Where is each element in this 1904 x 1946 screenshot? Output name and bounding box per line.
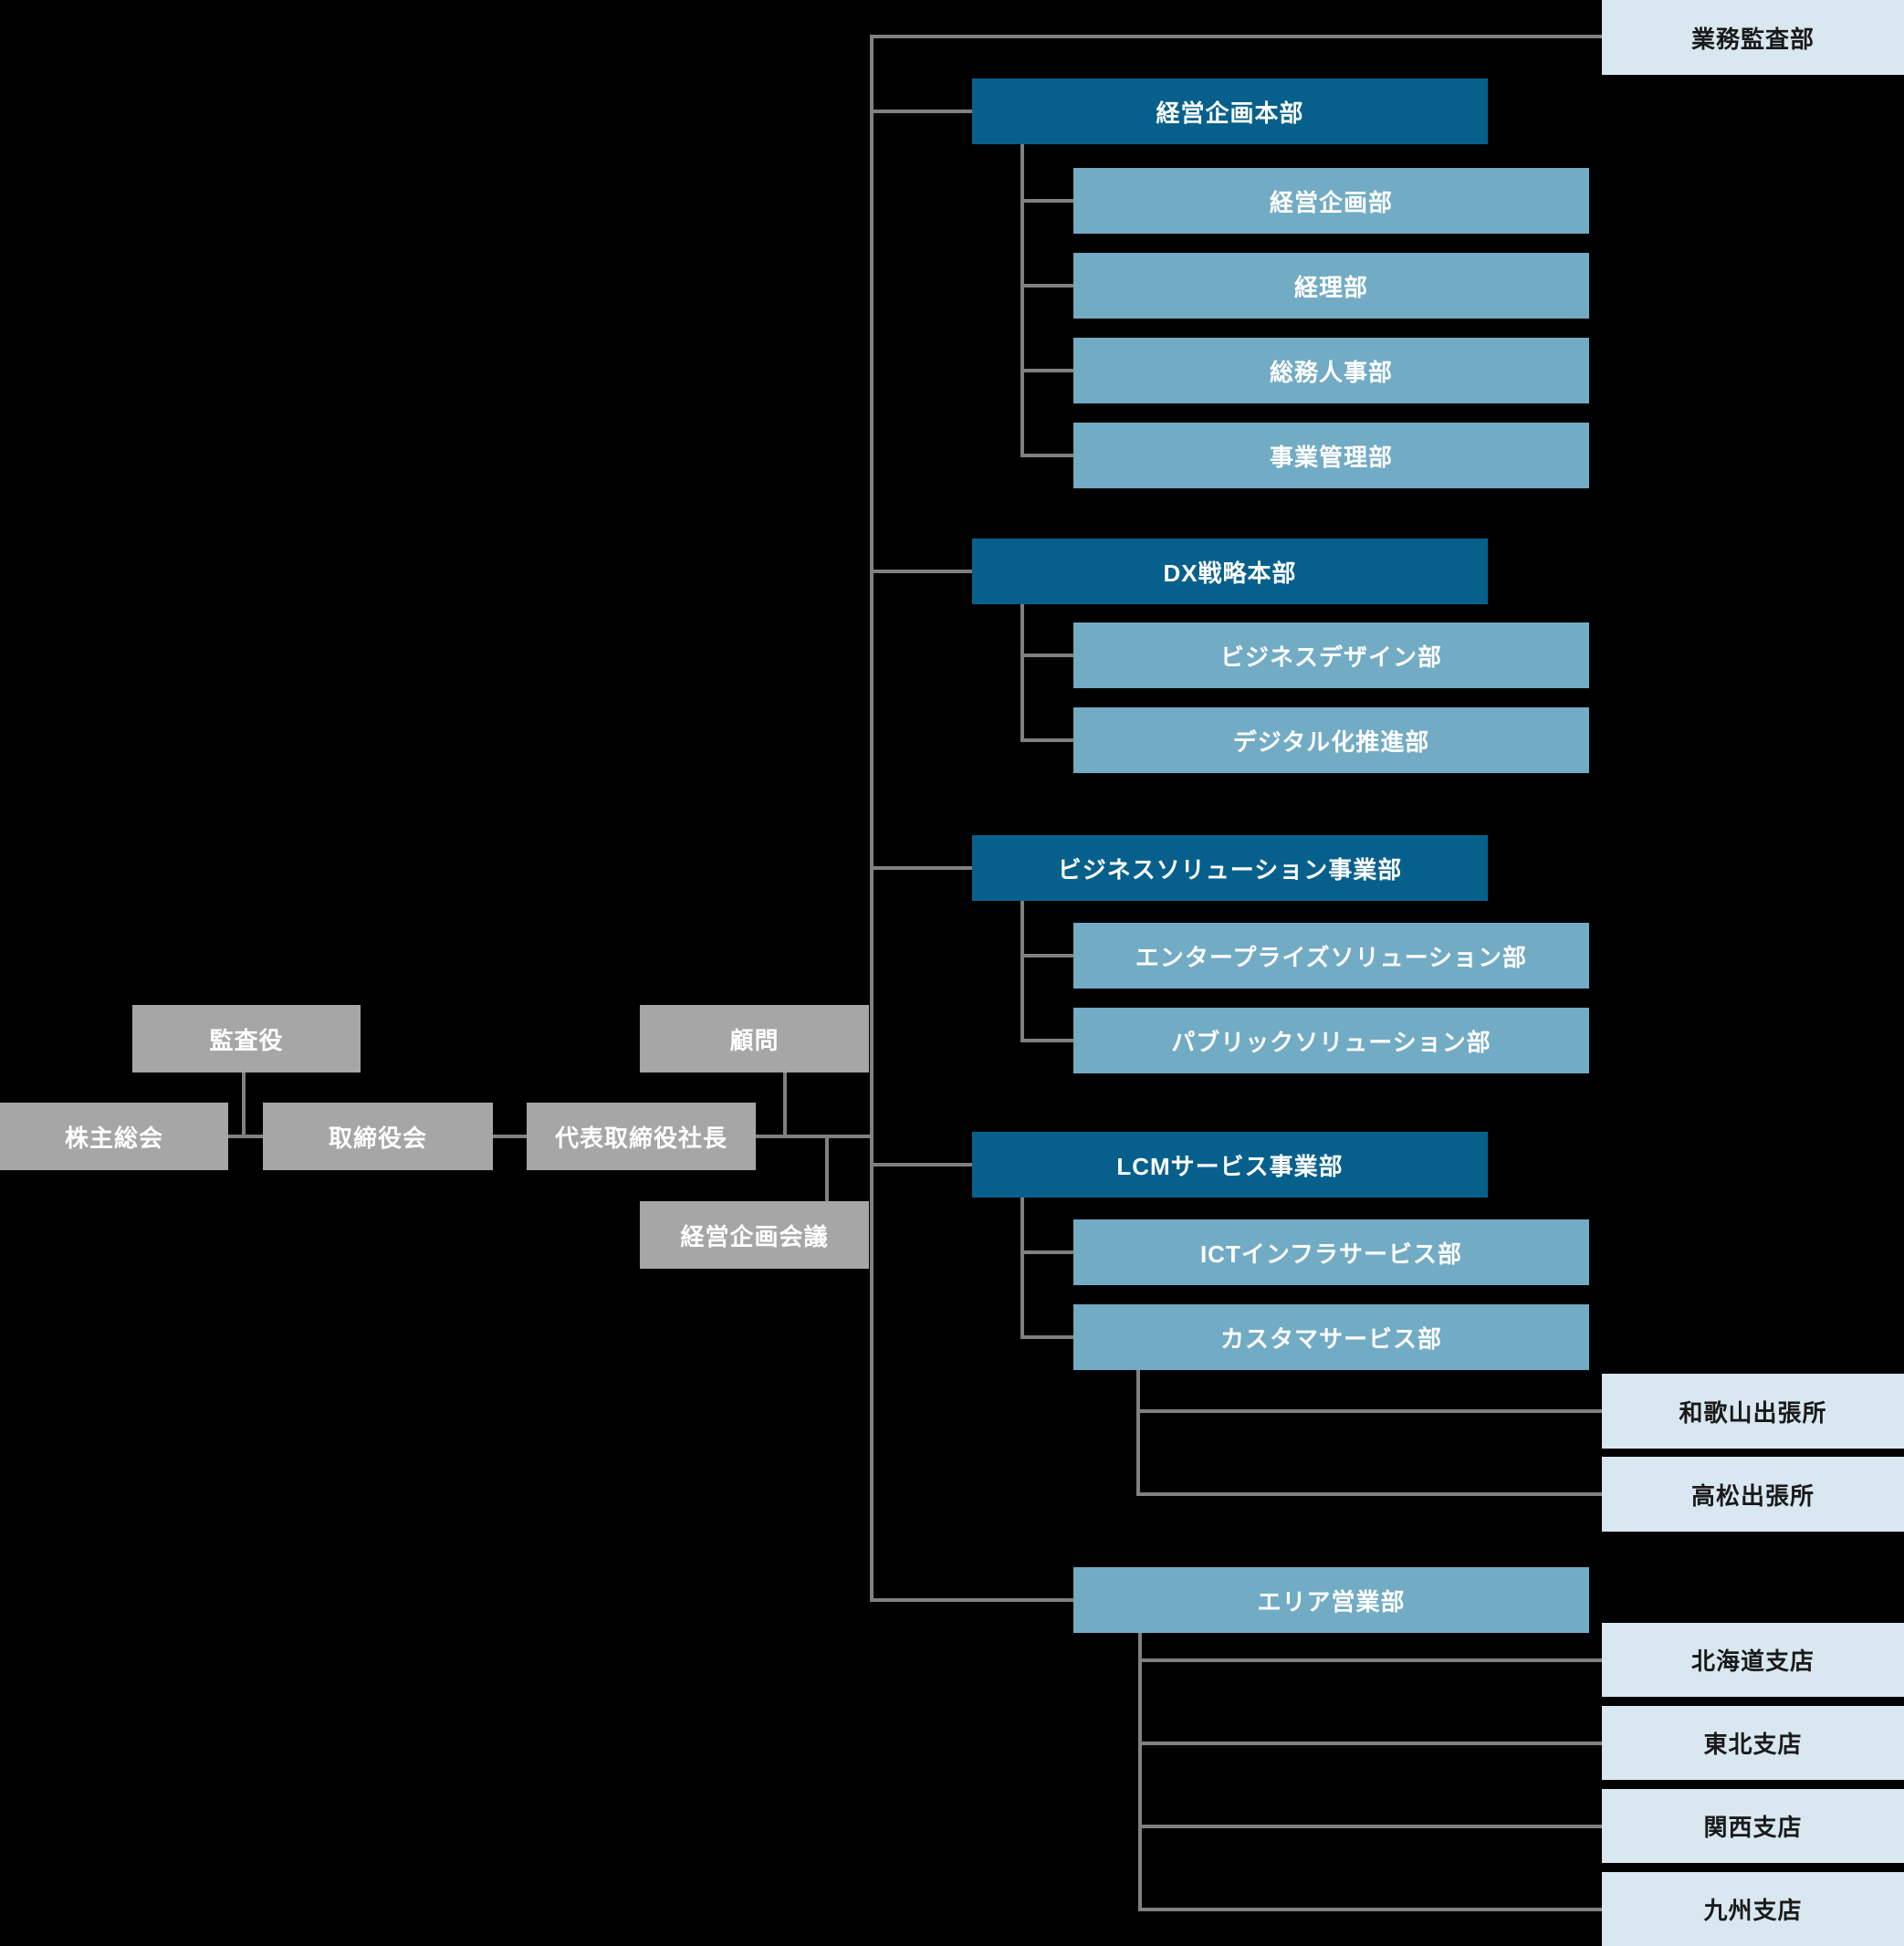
connector-line-div2-drop: [1020, 604, 1024, 742]
advisor-box: 顧問: [640, 1005, 869, 1072]
connector-line: [1024, 1250, 1073, 1254]
connector-line-div1-drop: [1020, 144, 1024, 457]
connector-line-audit-branch: [874, 35, 1602, 38]
connector-line: [1024, 454, 1073, 457]
branch-office-box: 和歌山出張所: [1602, 1374, 1904, 1449]
board-of-directors-box: 取締役会: [263, 1103, 493, 1170]
connector-line-meeting-riser: [825, 1138, 829, 1201]
department-box: ICTインフラサービス部: [1073, 1219, 1589, 1285]
connector-line-div4-drop: [1020, 1198, 1024, 1339]
connector-line: [1024, 1039, 1073, 1042]
connector-line-board-president: [493, 1135, 527, 1138]
department-box: ビジネスデザイン部: [1073, 623, 1589, 688]
connector-line-area-sales-drop: [1138, 1633, 1142, 1911]
connector-line-division3-branch: [874, 866, 972, 870]
president-box: 代表取締役社長: [527, 1103, 756, 1170]
department-box: エンタープライズソリューション部: [1073, 923, 1589, 989]
auditor-box: 監査役: [132, 1005, 361, 1072]
connector-line: [1140, 1409, 1602, 1413]
connector-line-shareholders-board: [228, 1135, 263, 1138]
connector-line-auditor-drop: [242, 1072, 246, 1138]
connector-line: [1142, 1908, 1602, 1911]
audit-department-box: 業務監査部: [1602, 0, 1904, 75]
connector-line-president-trunk: [756, 1135, 874, 1138]
connector-line-area-sales-branch: [874, 1598, 1073, 1602]
regional-branch-box: 関西支店: [1602, 1789, 1904, 1863]
division-box-business-solution: ビジネスソリューション事業部: [972, 835, 1488, 901]
regional-branch-box: 九州支店: [1602, 1872, 1904, 1946]
division-box-dx-strategy: DX戦略本部: [972, 539, 1488, 604]
connector-line: [1142, 1658, 1602, 1662]
connector-line: [1024, 199, 1073, 203]
regional-branch-box: 北海道支店: [1602, 1623, 1904, 1697]
planning-meeting-box: 経営企画会議: [640, 1201, 869, 1269]
department-box: デジタル化推進部: [1073, 707, 1589, 773]
division-box-lcm-service: LCMサービス事業部: [972, 1132, 1488, 1198]
connector-line: [1024, 284, 1073, 288]
department-box: パブリックソリューション部: [1073, 1008, 1589, 1073]
department-box: 総務人事部: [1073, 338, 1589, 403]
connector-line: [1024, 1335, 1073, 1339]
department-box: 事業管理部: [1073, 423, 1589, 488]
division-box-corporate-planning: 経営企画本部: [972, 78, 1488, 144]
connector-line-advisor-drop: [783, 1072, 787, 1138]
connector-line-div3-drop: [1020, 901, 1024, 1042]
connector-line-trunk: [870, 35, 874, 1602]
department-box-customer-service: カスタマサービス部: [1073, 1304, 1589, 1370]
connector-line-division4-branch: [874, 1163, 972, 1167]
connector-line: [1140, 1492, 1602, 1496]
department-box-area-sales: エリア営業部: [1073, 1567, 1589, 1633]
department-box: 経理部: [1073, 253, 1589, 319]
connector-line-customer-service-drop: [1136, 1370, 1140, 1496]
branch-office-box: 高松出張所: [1602, 1457, 1904, 1532]
connector-line: [1024, 369, 1073, 372]
connector-line: [1024, 738, 1073, 742]
connector-line: [1024, 654, 1073, 657]
connector-line: [1142, 1742, 1602, 1745]
connector-line-division1-branch: [874, 110, 972, 113]
regional-branch-box: 東北支店: [1602, 1706, 1904, 1780]
department-box: 経営企画部: [1073, 168, 1589, 234]
connector-line-division2-branch: [874, 570, 972, 573]
connector-line: [1142, 1825, 1602, 1828]
connector-line: [1024, 954, 1073, 957]
shareholders-meeting-box: 株主総会: [0, 1103, 228, 1170]
